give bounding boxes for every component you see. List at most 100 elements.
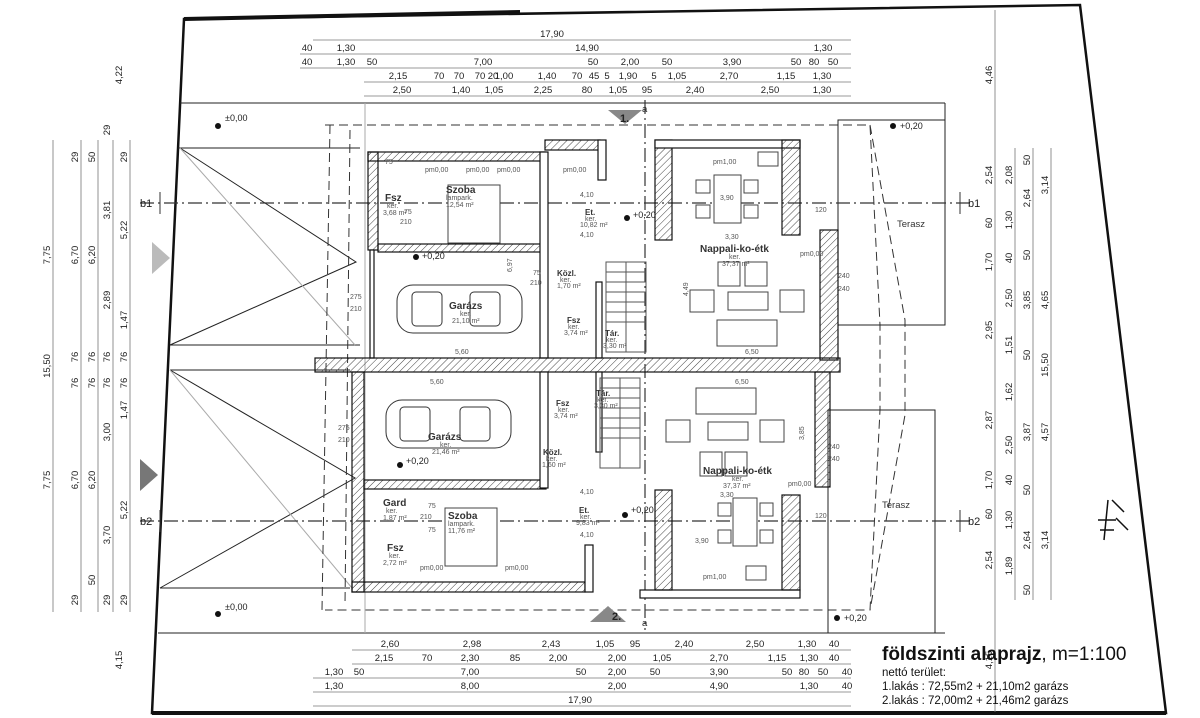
dimension-label: 1,30 xyxy=(337,43,356,54)
title-block: földszinti alaprajz, m=1:100 nettó terül… xyxy=(882,644,1126,708)
dimension-label: 76 xyxy=(102,352,113,363)
driveway-lower xyxy=(159,369,357,589)
level-marker-icon xyxy=(624,215,630,221)
level-garage-top: +0,20 xyxy=(422,251,445,261)
room-area: 37,37 m² xyxy=(723,483,751,490)
dimension-note: 3,85 xyxy=(799,426,806,440)
section-marker-1-label: 1. xyxy=(620,113,629,125)
room-floor: lampark. xyxy=(448,521,475,528)
room-area: 1,70 m² xyxy=(557,283,581,290)
dimension-label: 1,30 xyxy=(813,71,832,82)
dimension-label: 2,00 xyxy=(621,57,640,68)
floor-level-label: pm0,00 xyxy=(563,167,586,174)
level-marker-icon xyxy=(413,254,419,260)
dimension-label: 45 xyxy=(589,71,600,82)
dimension-note: 4,49 xyxy=(683,282,690,296)
window-height: 240 xyxy=(828,456,840,463)
dimension-label: 70 xyxy=(422,653,433,664)
dimension-label: 2,00 xyxy=(608,681,627,692)
room-area: 3,30 m² xyxy=(594,403,618,410)
kitchen-counter-label: pm1,00 xyxy=(713,159,736,166)
dimension-note: 3,30 xyxy=(725,234,739,241)
dimension-label: 2,40 xyxy=(686,85,705,96)
room-floor: ker. xyxy=(732,476,743,483)
level-site-bottom: ±0,00 xyxy=(225,602,247,612)
dimension-label: 1,05 xyxy=(668,71,687,82)
kitchen-counter-label: pm1,00 xyxy=(703,574,726,581)
dimension-label: 1,47 xyxy=(119,311,130,330)
room-area: 9,83 m² xyxy=(576,520,600,527)
dimension-label: 40 xyxy=(1004,253,1015,264)
gate-height: 210 xyxy=(338,437,350,444)
room-area: 11,76 m² xyxy=(448,528,476,535)
room-area: 3,68 m² xyxy=(383,210,407,217)
dimension-label: 2,50 xyxy=(746,639,765,650)
dimension-label: 2,87 xyxy=(984,411,995,430)
living-furniture-lower xyxy=(665,387,785,581)
level-markers: ±0,00 ±0,00 +0,20 +0,20 +0,20 +0,20 +0,2… xyxy=(215,113,923,623)
dimension-label: 4,46 xyxy=(984,66,995,85)
door-label: 75 xyxy=(533,270,541,277)
room-area: 10,82 m² xyxy=(580,222,608,229)
room-name: Fsz xyxy=(556,399,569,408)
dimension-label: 6,20 xyxy=(87,246,98,265)
dimension-label: 50 xyxy=(354,667,365,678)
floor-level-label: pm0,00 xyxy=(466,167,489,174)
unit2-area: 2.lakás : 72,00m2 + 21,46m2 garázs xyxy=(882,695,1069,707)
dimension-label: 1,05 xyxy=(609,85,628,96)
gate-height: 210 xyxy=(350,306,362,313)
dimension-label: 3,81 xyxy=(102,201,113,220)
annotations: pm0,00 pm0,00 pm0,00 pm0,00 pm1,00 pm0,0… xyxy=(338,159,850,581)
room-floor: ker. xyxy=(729,254,740,261)
room-name: Nappali-ko-étk xyxy=(700,244,769,255)
dimension-label: 50 xyxy=(87,575,98,586)
section-b1-left: b1 xyxy=(140,198,152,210)
dimension-label: 40 xyxy=(842,667,853,678)
dimension-label: 1,47 xyxy=(119,401,130,420)
dimension-label: 2,54 xyxy=(984,551,995,570)
dimension-label: 80 xyxy=(582,85,593,96)
floor-level-label: pm0,00 xyxy=(788,481,811,488)
dimension-label: 2,64 xyxy=(1022,189,1033,208)
dimension-label: 5 xyxy=(651,71,656,82)
dimension-label: 2,25 xyxy=(534,85,553,96)
room-name: Szoba xyxy=(446,185,476,196)
dimension-label: 29 xyxy=(70,595,81,606)
plan-title-heading: földszinti alaprajz xyxy=(882,644,1042,665)
dimension-label: 2,50 xyxy=(1004,436,1015,455)
floor-level-label: pm0,00 xyxy=(497,167,520,174)
dimension-label: 50 xyxy=(87,152,98,163)
dimension-label: 80 xyxy=(799,667,810,678)
dimension-label: 2,70 xyxy=(720,71,739,82)
dimension-label: 60 xyxy=(984,218,995,229)
floor-level-label: pm0,00 xyxy=(800,251,823,258)
room-name: Közl. xyxy=(557,269,576,278)
driveway-upper xyxy=(169,147,358,346)
dimension-label: 29 xyxy=(102,595,113,606)
level-marker-icon xyxy=(397,462,403,468)
dimension-label: 1,62 xyxy=(1004,383,1015,402)
dimension-label: 1,05 xyxy=(485,85,504,96)
room-floor: ker. xyxy=(580,514,591,521)
room-area: 3,74 m² xyxy=(554,413,578,420)
dimension-label: 1,30 xyxy=(814,43,833,54)
room-name: Gard xyxy=(383,498,406,509)
room-area: 1,60 m² xyxy=(542,462,566,469)
room-name: Közl. xyxy=(543,448,562,457)
room-floor: ker. xyxy=(387,203,398,210)
section-b1-right: b1 xyxy=(968,198,980,210)
dimension-label: 95 xyxy=(642,85,653,96)
room-area: 3,74 m² xyxy=(564,330,588,337)
door-label: 75 xyxy=(385,159,393,166)
dimension-label: 3,70 xyxy=(102,526,113,545)
room-name: Garázs xyxy=(449,301,483,312)
room-area: 2,72 m² xyxy=(383,560,407,567)
dimension-label: 29 xyxy=(119,595,130,606)
dimension-label: 17,90 xyxy=(540,29,564,40)
